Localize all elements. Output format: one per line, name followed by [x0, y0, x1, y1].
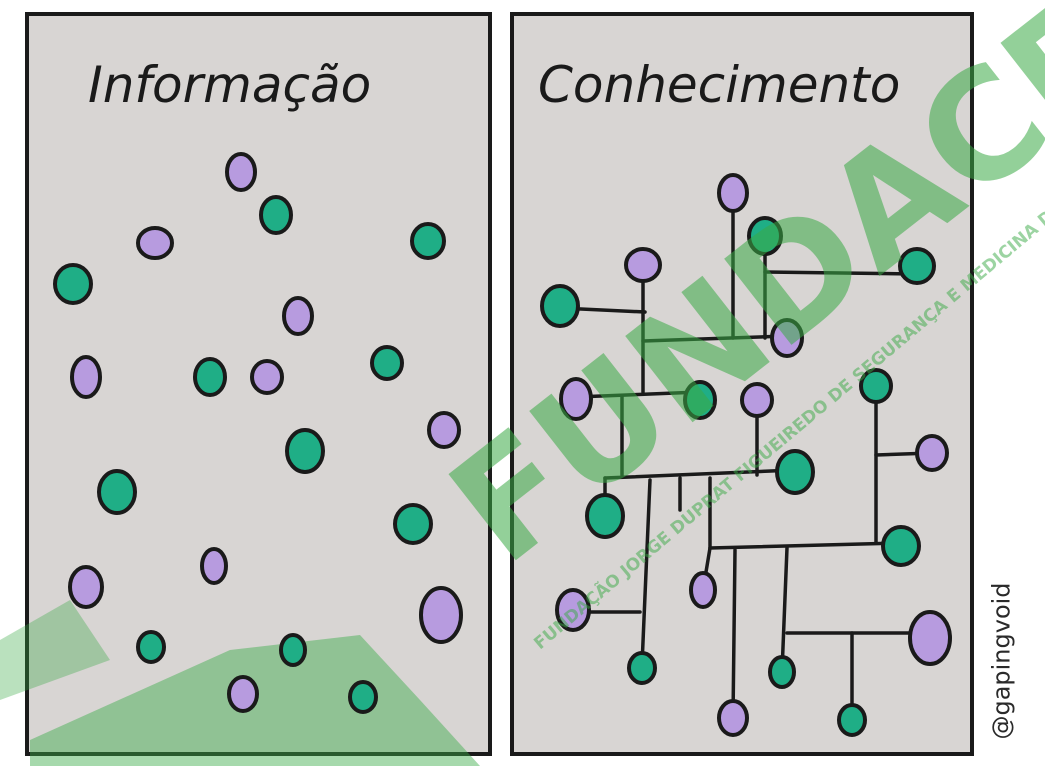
watermark-shape-2 [0, 600, 110, 700]
purple-dot [227, 675, 259, 713]
teal-dot [136, 630, 166, 664]
purple-dot [282, 296, 314, 336]
teal-dot [393, 503, 433, 545]
purple-dot [225, 152, 257, 192]
teal-node [747, 216, 783, 256]
teal-node [768, 655, 796, 689]
right-panel [510, 12, 974, 756]
teal-node [540, 284, 580, 328]
panel-title-conhecimento: Conhecimento [538, 56, 901, 114]
purple-node [555, 588, 591, 632]
purple-node [624, 247, 662, 283]
teal-dot [279, 633, 307, 667]
teal-dot [53, 263, 93, 305]
teal-dot [193, 357, 227, 397]
teal-node [837, 703, 867, 737]
teal-dot [285, 428, 325, 474]
purple-node [717, 699, 749, 737]
teal-node [585, 493, 625, 539]
teal-node [683, 380, 717, 420]
teal-node [627, 651, 657, 685]
teal-node [859, 368, 893, 404]
purple-dot [68, 565, 104, 609]
purple-dot [419, 586, 463, 644]
purple-dot [136, 226, 174, 260]
artist-credit-text: @gapingvoid [988, 582, 1017, 740]
teal-node [775, 449, 815, 495]
teal-node [898, 247, 936, 285]
purple-node [740, 382, 774, 418]
information-dots [53, 152, 463, 714]
purple-dot [250, 359, 284, 395]
purple-node [559, 377, 593, 421]
knowledge-nodes [540, 173, 952, 737]
purple-dot [427, 411, 461, 449]
teal-dot [348, 680, 378, 714]
teal-node [881, 525, 921, 567]
artist-credit: @gapingvoid [984, 566, 1020, 756]
purple-node [717, 173, 749, 213]
teal-dot [97, 469, 137, 515]
panel-title-informacao: Informação [88, 56, 372, 114]
purple-dot [70, 355, 102, 399]
purple-node [770, 318, 804, 358]
purple-dot [200, 547, 228, 585]
purple-node [915, 434, 949, 472]
teal-dot [259, 195, 293, 235]
teal-dot [410, 222, 446, 260]
teal-dot [370, 345, 404, 381]
purple-node [908, 610, 952, 666]
purple-node [689, 571, 717, 609]
